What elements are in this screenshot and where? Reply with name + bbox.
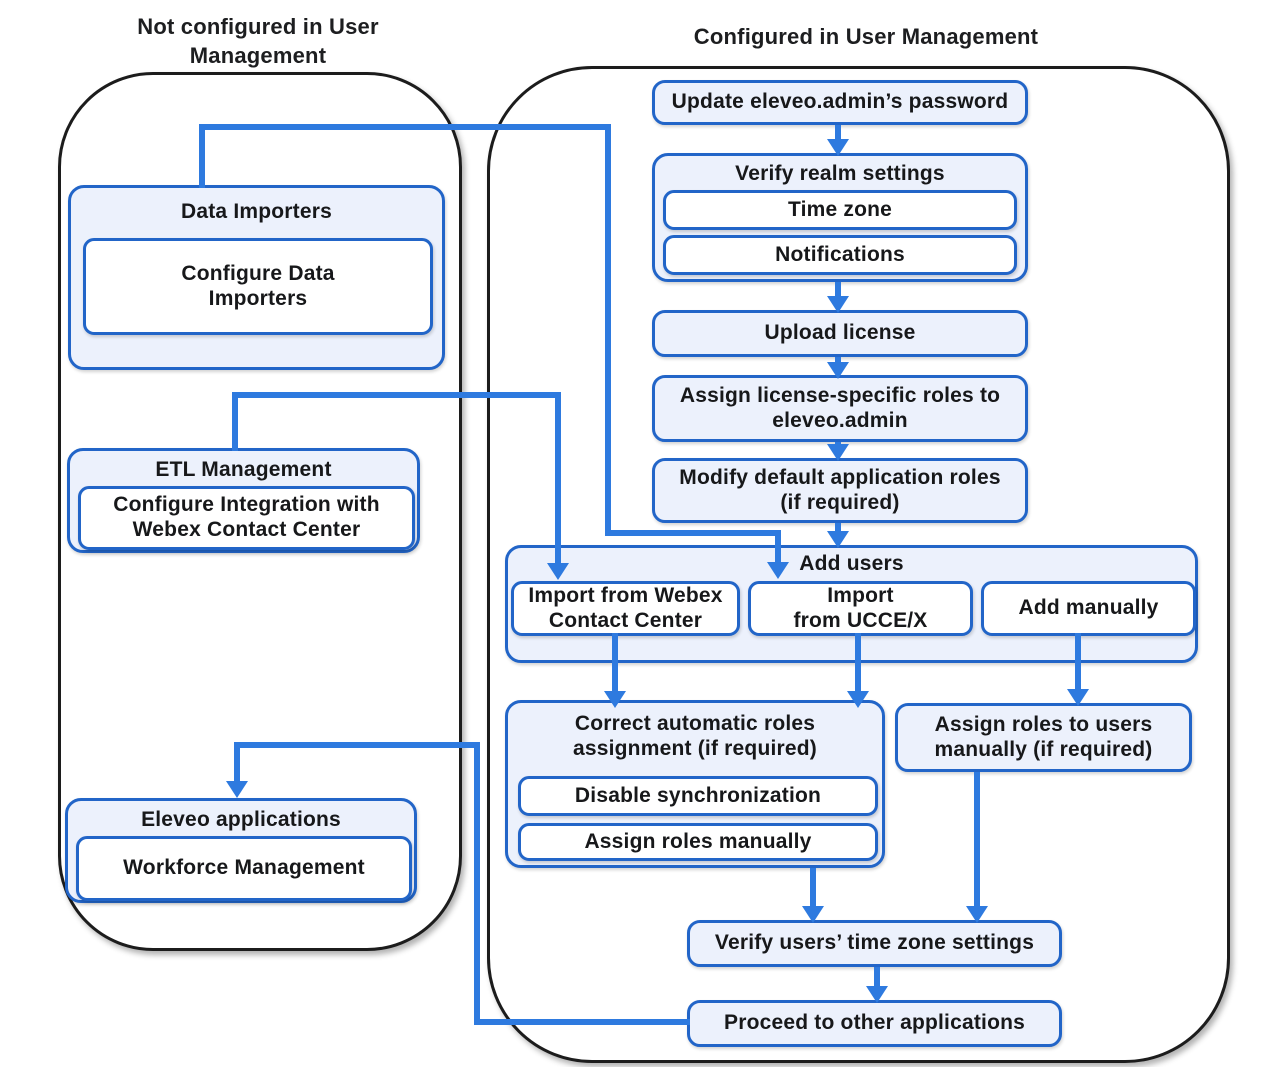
group-add-users: Add users Import from Webex Contact Cent…	[505, 545, 1198, 663]
step-assign-roles-users-label: Assign roles to users manually (if requi…	[934, 712, 1153, 761]
box-assign-roles-manually: Assign roles manually	[518, 823, 878, 861]
box-workforce-management-label: Workforce Management	[123, 856, 365, 880]
group-verify-realm-label: Verify realm settings	[735, 162, 945, 185]
box-configure-integration-webex-label: Configure Integration with Webex Contact…	[113, 493, 380, 541]
left-panel-title: Not configured in User Management	[137, 14, 379, 68]
box-time-zone: Time zone	[663, 190, 1017, 230]
step-assign-roles-users: Assign roles to users manually (if requi…	[895, 703, 1192, 772]
step-upload-license: Upload license	[652, 310, 1028, 357]
box-notifications: Notifications	[663, 235, 1017, 275]
box-disable-sync-label: Disable synchronization	[574, 783, 822, 807]
step-assign-license-roles: Assign license-specific roles to eleveo.…	[652, 375, 1028, 442]
box-configure-integration-webex: Configure Integration with Webex Contact…	[78, 486, 415, 550]
group-etl-management-label: ETL Management	[155, 458, 332, 481]
step-verify-time-zone: Verify users’ time zone settings	[687, 920, 1062, 967]
group-correct-roles: Correct automatic roles assignment (if r…	[505, 700, 885, 868]
group-data-importers: Data Importers Configure Data Importers	[68, 185, 445, 370]
step-update-password-label: Update eleveo.admin’s password	[671, 90, 1009, 114]
group-data-importers-label: Data Importers	[180, 200, 332, 223]
box-time-zone-label: Time zone	[787, 197, 893, 221]
box-add-manually: Add manually	[981, 581, 1196, 636]
box-import-webex: Import from Webex Contact Center	[511, 581, 740, 636]
step-proceed-label: Proceed to other applications	[723, 1011, 1026, 1035]
step-assign-license-roles-label: Assign license-specific roles to eleveo.…	[679, 383, 1001, 432]
group-etl-management: ETL Management Configure Integration wit…	[67, 448, 420, 553]
right-panel-title: Configured in User Management	[693, 24, 1039, 49]
box-import-ucce-label: Import from UCCE/X	[793, 583, 928, 632]
box-assign-roles-manually-label: Assign roles manually	[584, 829, 812, 853]
step-verify-time-zone-label: Verify users’ time zone settings	[714, 931, 1035, 955]
box-import-webex-label: Import from Webex Contact Center	[528, 583, 723, 632]
step-modify-default-roles: Modify default application roles (if req…	[652, 458, 1028, 523]
group-eleveo-applications-label: Eleveo applications	[141, 808, 341, 831]
box-import-ucce: Import from UCCE/X	[748, 581, 973, 636]
box-add-manually-label: Add manually	[1018, 596, 1159, 620]
step-upload-license-label: Upload license	[764, 321, 916, 345]
box-disable-sync: Disable synchronization	[518, 776, 878, 816]
box-notifications-label: Notifications	[775, 242, 905, 266]
group-correct-roles-label: Correct automatic roles assignment (if r…	[572, 712, 817, 761]
box-configure-data-importers: Configure Data Importers	[83, 238, 433, 335]
step-proceed: Proceed to other applications	[687, 1000, 1062, 1047]
box-configure-data-importers-label: Configure Data Importers	[181, 261, 335, 310]
group-eleveo-applications: Eleveo applications Workforce Management	[65, 798, 417, 903]
group-verify-realm: Verify realm settings Time zone Notifica…	[652, 153, 1028, 282]
step-update-password: Update eleveo.admin’s password	[652, 80, 1028, 125]
step-modify-default-roles-label: Modify default application roles (if req…	[679, 465, 1001, 514]
box-workforce-management: Workforce Management	[76, 836, 412, 901]
group-add-users-label: Add users	[799, 552, 904, 575]
